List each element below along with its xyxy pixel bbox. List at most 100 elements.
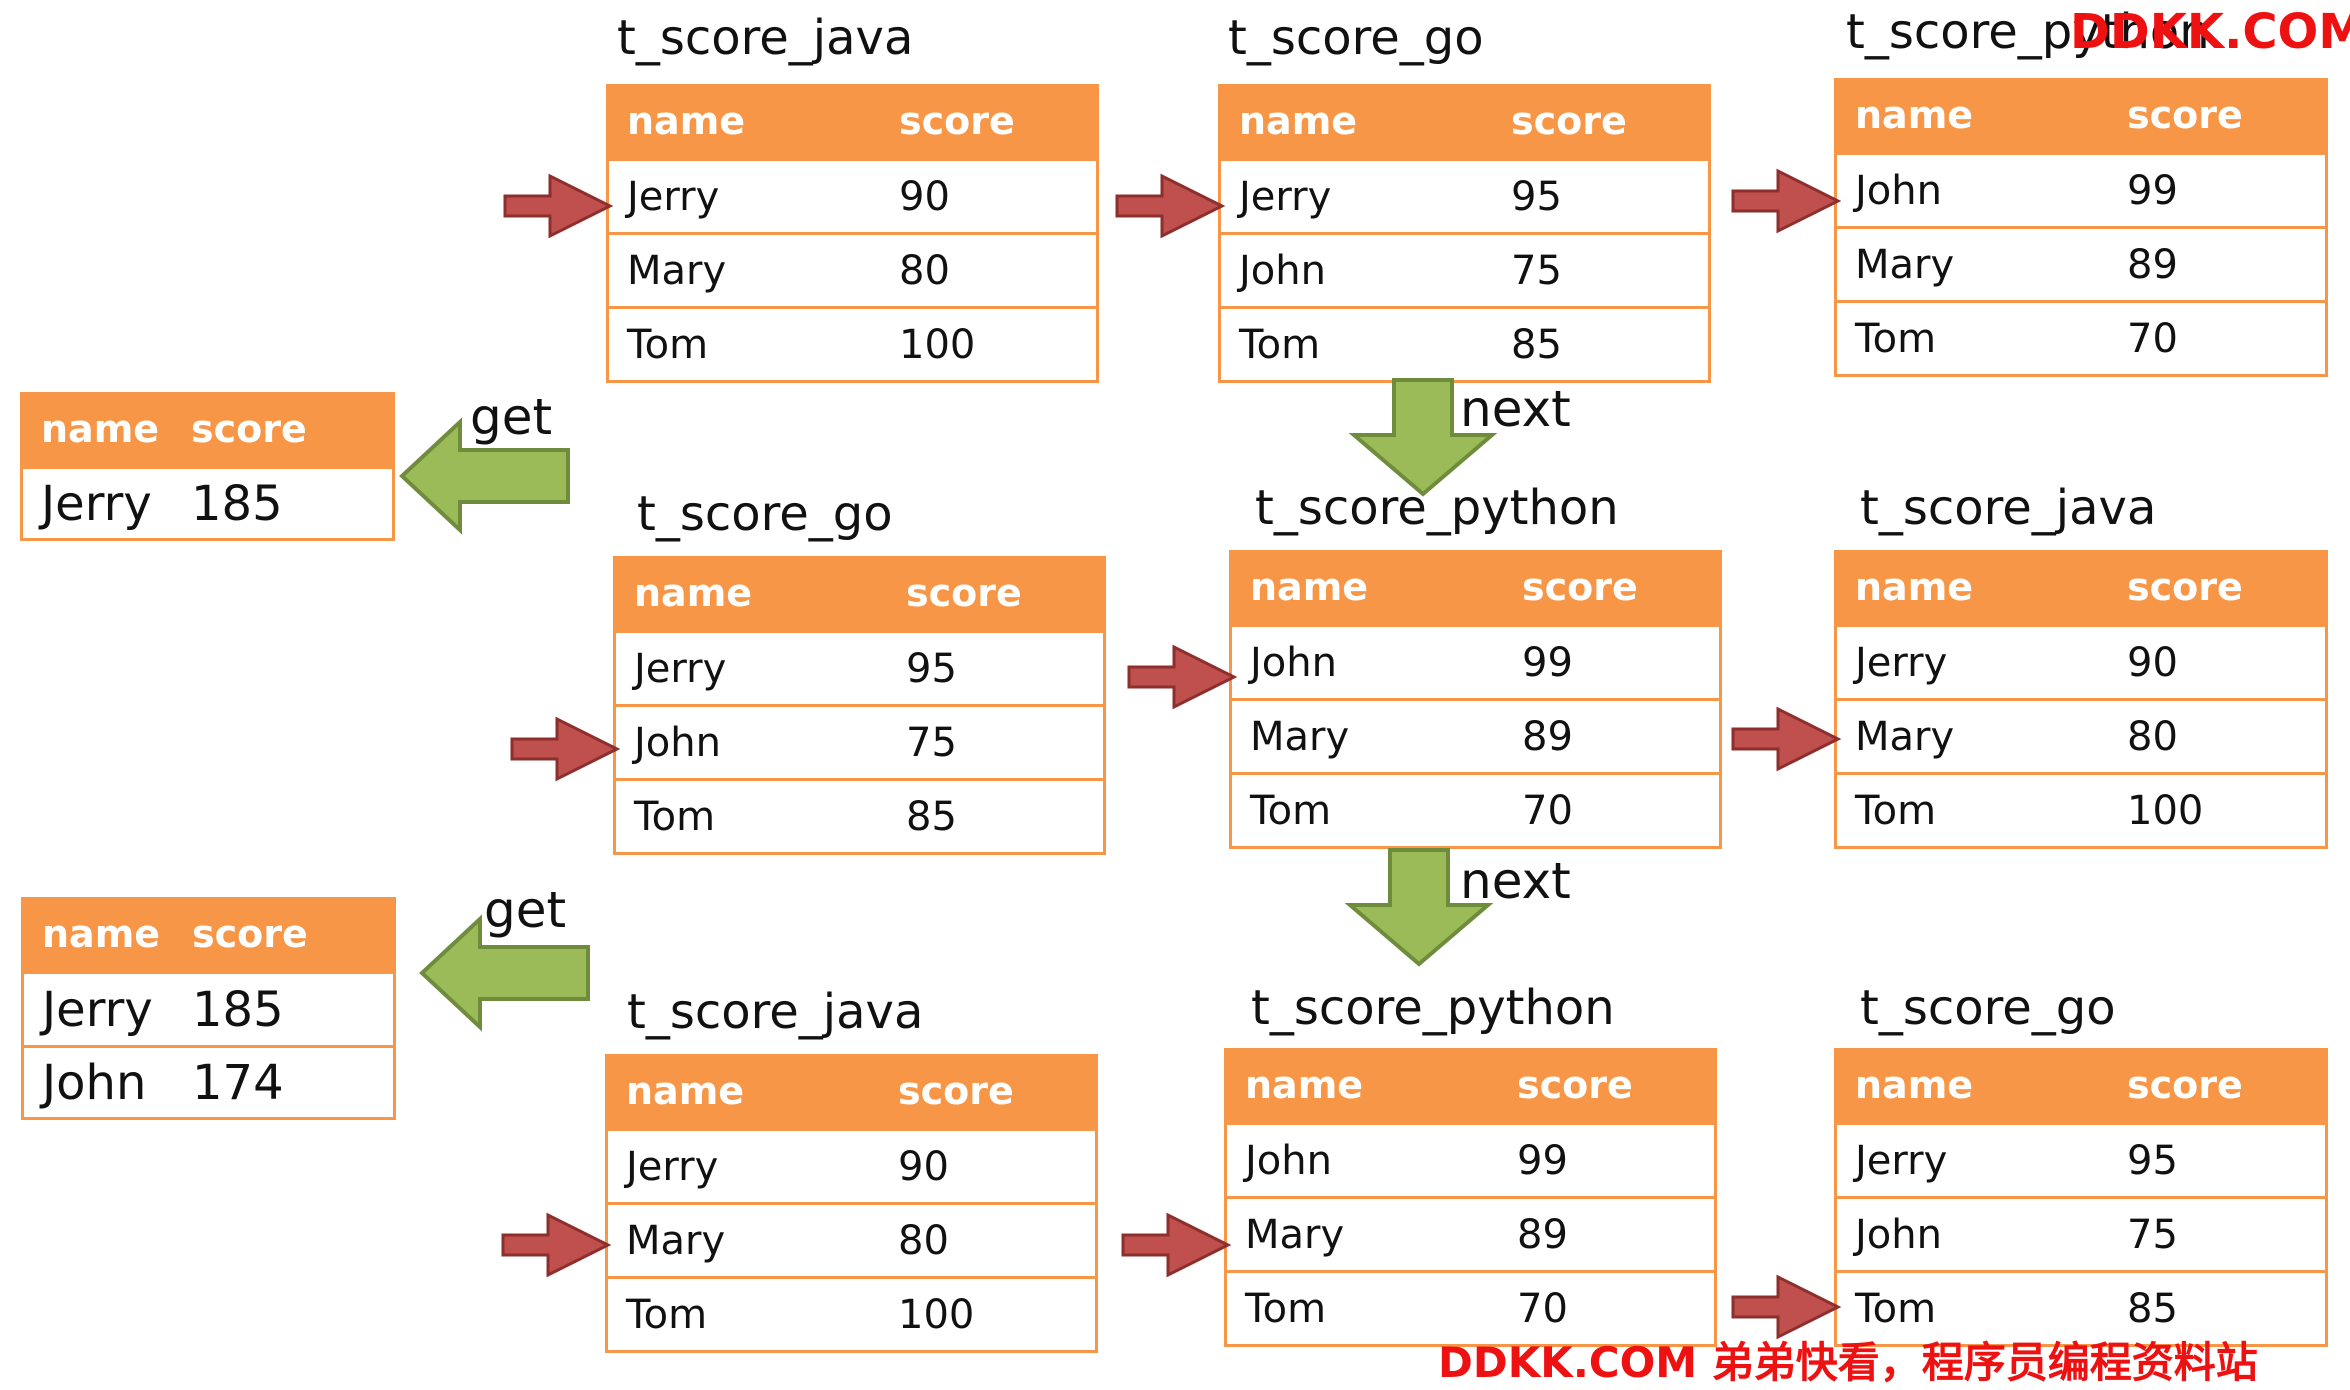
cell-name: Mary: [1245, 1211, 1345, 1258]
next-label: next: [1460, 852, 1571, 910]
score-table: name score Jerry 95 John 75 Tom 85: [613, 556, 1106, 855]
table-header: name score: [1837, 1048, 2325, 1122]
cell-name: Mary: [1855, 241, 1955, 288]
cell-score: 174: [192, 1054, 284, 1111]
cell-score: 99: [1522, 639, 1573, 686]
watermark-bottom: DDKK.COM 弟弟快看，程序员编程资料站: [1438, 1338, 2258, 1387]
table-row: Mary 80: [1837, 698, 2325, 772]
cell-name: Jerry: [1239, 173, 1332, 220]
panel-title: t_score_python: [1846, 4, 2210, 60]
watermark-top: DDKK.COM: [2070, 4, 2350, 60]
cell-score: 75: [2127, 1211, 2178, 1258]
cell-name: John: [1855, 1211, 1942, 1258]
cell-name: John: [1245, 1137, 1332, 1184]
panel-title: t_score_python: [1251, 980, 1615, 1036]
table-row: Tom 85: [1221, 306, 1708, 380]
table-row: John 99: [1837, 152, 2325, 226]
cell-name: Jerry: [626, 1143, 719, 1190]
header-score: score: [906, 571, 1022, 615]
score-table: name score Jerry 95 John 75 Tom 85: [1218, 84, 1711, 383]
table-header: name score: [1837, 78, 2325, 152]
cell-score: 99: [2127, 167, 2178, 214]
header-name: name: [42, 912, 161, 956]
table-row: Tom 70: [1227, 1270, 1714, 1344]
cell-score: 100: [899, 321, 976, 368]
table-header: name score: [1837, 550, 2325, 624]
cell-name: Jerry: [627, 173, 720, 220]
cell-name: Mary: [626, 1217, 726, 1264]
panel-title: t_score_go: [1228, 10, 1484, 66]
cell-score: 80: [2127, 713, 2178, 760]
header-name: name: [626, 1069, 745, 1113]
table-header: name score: [1227, 1048, 1714, 1122]
table-row: Tom 100: [609, 306, 1096, 380]
table-header: name score: [1221, 84, 1708, 158]
panel-title: t_score_java: [1860, 480, 2157, 536]
header-name: name: [1239, 99, 1358, 143]
table-row: John 99: [1227, 1122, 1714, 1196]
get-label: get: [484, 881, 567, 939]
cell-name: John: [634, 719, 721, 766]
table-row: Mary 89: [1837, 226, 2325, 300]
get-label: get: [470, 388, 553, 446]
table-header: name score: [608, 1054, 1095, 1128]
table-row: John 174: [24, 1045, 393, 1117]
cell-name: Tom: [1250, 787, 1332, 834]
next-arrow: [1348, 378, 1498, 497]
table-row: John 75: [616, 704, 1103, 778]
header-score: score: [1511, 99, 1627, 143]
table-header: name score: [1232, 550, 1719, 624]
header-name: name: [1855, 565, 1974, 609]
cell-name: Jerry: [42, 981, 153, 1038]
table-header: name score: [609, 84, 1096, 158]
cell-score: 90: [898, 1143, 949, 1190]
pointer-arrow: [510, 716, 621, 782]
pointer-arrow: [1115, 173, 1226, 239]
cell-score: 89: [1517, 1211, 1568, 1258]
cell-name: John: [1855, 167, 1942, 214]
table-row: Mary 89: [1227, 1196, 1714, 1270]
cell-score: 89: [1522, 713, 1573, 760]
score-table: name score John 99 Mary 89 Tom 70: [1229, 550, 1722, 849]
table-row: Mary 89: [1232, 698, 1719, 772]
pointer-arrow: [1121, 1212, 1232, 1278]
cell-name: John: [1250, 639, 1337, 686]
cell-score: 100: [2127, 787, 2204, 834]
panel-title: t_score_python: [1255, 480, 1619, 536]
table-header: name score: [23, 392, 392, 466]
header-name: name: [1250, 565, 1369, 609]
pointer-arrow: [1127, 644, 1238, 710]
cell-score: 85: [1511, 321, 1562, 368]
cell-name: John: [42, 1054, 147, 1111]
table-row: Jerry 95: [616, 630, 1103, 704]
cell-name: Tom: [1245, 1285, 1327, 1332]
table-row: Jerry 90: [609, 158, 1096, 232]
table-row: Jerry 185: [23, 466, 392, 538]
header-name: name: [1855, 1063, 1974, 1107]
result-table: name score Jerry 185: [20, 392, 395, 541]
table-row: Tom 70: [1232, 772, 1719, 846]
header-name: name: [627, 99, 746, 143]
next-arrow: [1344, 848, 1494, 967]
pointer-arrow: [1731, 1274, 1842, 1340]
cell-name: Tom: [634, 793, 716, 840]
cell-score: 90: [899, 173, 950, 220]
cell-name: John: [1239, 247, 1326, 294]
cell-score: 95: [906, 645, 957, 692]
table-row: Jerry 95: [1221, 158, 1708, 232]
cell-score: 80: [898, 1217, 949, 1264]
panel-title: t_score_java: [627, 984, 924, 1040]
cell-name: Mary: [1250, 713, 1350, 760]
cell-score: 90: [2127, 639, 2178, 686]
get-arrow: [399, 417, 570, 535]
panel-title: t_score_java: [617, 10, 914, 66]
panel-title: t_score_go: [1860, 980, 2116, 1036]
score-table: name score Jerry 95 John 75 Tom 85: [1834, 1048, 2328, 1347]
table-row: Tom 70: [1837, 300, 2325, 374]
table-header: name score: [616, 556, 1103, 630]
cell-score: 100: [898, 1291, 975, 1338]
score-table: name score John 99 Mary 89 Tom 70: [1224, 1048, 1717, 1347]
header-score: score: [2127, 1063, 2243, 1107]
score-table: name score John 99 Mary 89 Tom 70: [1834, 78, 2328, 377]
